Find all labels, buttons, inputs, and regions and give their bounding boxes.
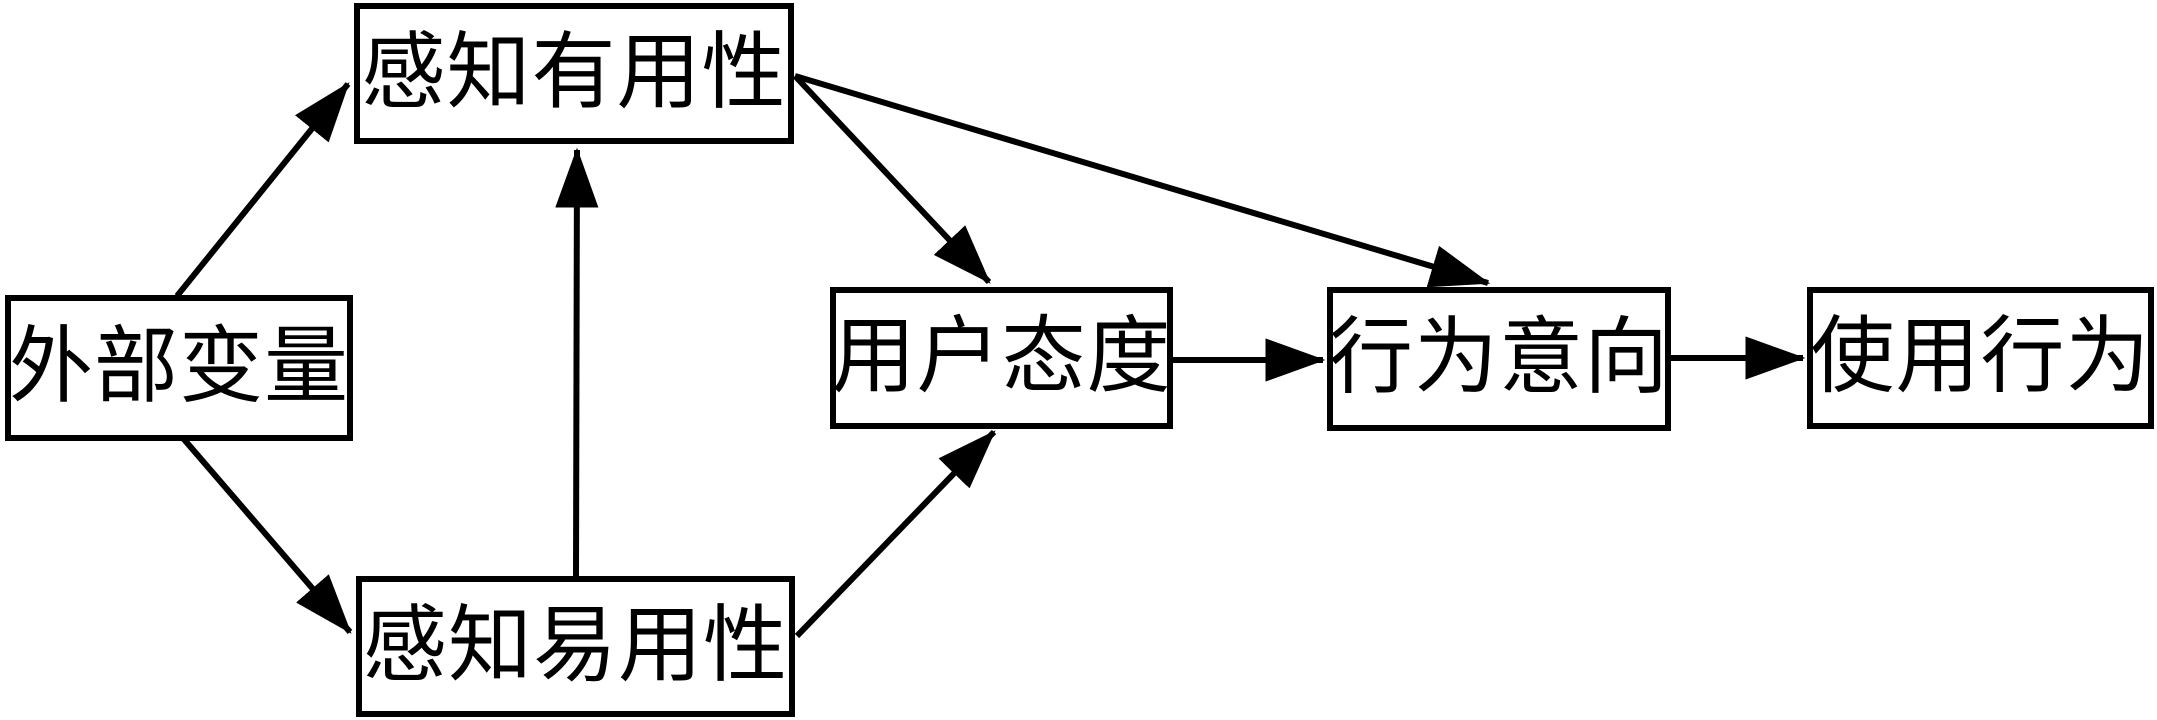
node-usage-behavior: 使用行为	[1807, 287, 2154, 429]
node-user-attitude-label: 用户态度	[831, 311, 1172, 404]
node-perceived-ease-of-use-label: 感知易用性	[362, 599, 788, 693]
arrow-external-to-usefulness	[174, 82, 351, 298]
arrow-usefulness-to-attitude	[792, 73, 992, 285]
node-usage-behavior-label: 使用行为	[1810, 311, 2151, 404]
node-external-variables: 外部变量	[5, 295, 353, 441]
node-external-variables-label: 外部变量	[9, 321, 350, 414]
node-perceived-usefulness: 感知有用性	[354, 3, 794, 144]
node-behavioral-intention-label: 行为意向	[1329, 312, 1670, 405]
arrow-ease-to-usefulness	[555, 147, 599, 577]
node-perceived-usefulness-label: 感知有用性	[361, 26, 787, 120]
node-perceived-ease-of-use: 感知易用性	[356, 576, 795, 717]
node-user-attitude: 用户态度	[830, 287, 1173, 429]
arrow-usefulness-to-intention	[794, 73, 1491, 288]
node-behavioral-intention: 行为意向	[1327, 287, 1671, 431]
arrow-ease-to-attitude	[794, 429, 997, 639]
arrow-external-to-ease	[179, 435, 353, 634]
